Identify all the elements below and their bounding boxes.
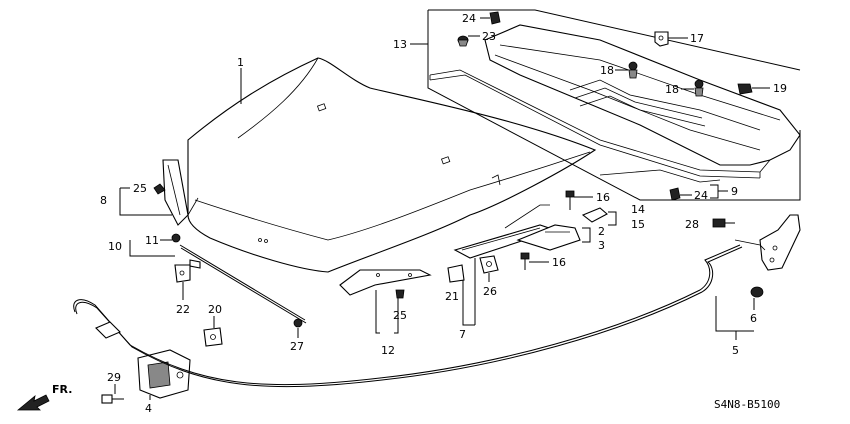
- clip-18-upper: [628, 61, 638, 79]
- callout-18a: 18: [600, 64, 614, 77]
- bolt-29: [101, 394, 124, 404]
- front-arrow-icon: [16, 394, 50, 411]
- callout-15: 15: [631, 218, 645, 231]
- clip-24-top: [489, 11, 501, 25]
- hinge-2-3: [516, 224, 581, 251]
- callout-19: 19: [773, 82, 787, 95]
- callout-1: 1: [237, 56, 244, 69]
- cowl-top: [429, 24, 801, 186]
- bolt-28: [712, 218, 735, 228]
- callout-27: 27: [290, 340, 304, 353]
- callout-3: 3: [598, 239, 605, 252]
- callout-24a: 24: [462, 12, 476, 25]
- callout-25b: 25: [393, 309, 407, 322]
- clip-20: [203, 327, 223, 347]
- side-molding-8: [162, 159, 189, 226]
- callout-28: 28: [685, 218, 699, 231]
- callout-16b: 16: [552, 256, 566, 269]
- clip-25-lower: [395, 289, 405, 299]
- grommet-27: [293, 318, 303, 328]
- grommet-6: [750, 286, 764, 298]
- callout-14: 14: [631, 203, 645, 216]
- prop-rod-10: [179, 244, 307, 324]
- diagram-code: S4N8-B5100: [714, 398, 780, 411]
- clip-23: [457, 35, 469, 47]
- clip-18-lower: [694, 79, 704, 97]
- callout-22: 22: [176, 303, 190, 316]
- callout-2: 2: [598, 225, 605, 238]
- seal-19: [737, 83, 753, 95]
- hood-panel: [187, 57, 597, 273]
- clip-21: [447, 264, 465, 283]
- release-handle: [734, 214, 801, 271]
- clip-26: [479, 255, 499, 274]
- callout-4: 4: [145, 402, 152, 415]
- callout-18b: 18: [665, 83, 679, 96]
- callout-5: 5: [732, 344, 739, 357]
- callout-12: 12: [381, 344, 395, 357]
- holder-22: [174, 264, 191, 283]
- seal-strip-12: [339, 269, 432, 296]
- callout-17: 17: [690, 32, 704, 45]
- release-cable-5: [73, 244, 743, 388]
- callout-6: 6: [750, 312, 757, 325]
- bolt-16-upper: [565, 190, 575, 210]
- callout-16a: 16: [596, 191, 610, 204]
- callout-13: 13: [393, 38, 407, 51]
- callout-26: 26: [483, 285, 497, 298]
- bolt-16-lower: [520, 252, 530, 270]
- callout-24b: 24: [694, 189, 708, 202]
- hood-latch-4: [137, 349, 191, 399]
- callout-10: 10: [108, 240, 122, 253]
- callout-29: 29: [107, 371, 121, 384]
- clip-11: [171, 233, 181, 243]
- front-label: FR.: [52, 383, 72, 396]
- callout-21: 21: [445, 290, 459, 303]
- callout-20: 20: [208, 303, 222, 316]
- clip-24-lower: [669, 187, 681, 201]
- callout-8: 8: [100, 194, 107, 207]
- callout-11: 11: [145, 234, 159, 247]
- clip-25-upper: [153, 183, 166, 195]
- callout-23: 23: [482, 30, 496, 43]
- callout-7: 7: [459, 328, 466, 341]
- clip-17: [654, 31, 669, 47]
- hinge-bracket-14-15: [581, 207, 608, 223]
- callout-9: 9: [731, 185, 738, 198]
- callout-25a: 25: [133, 182, 147, 195]
